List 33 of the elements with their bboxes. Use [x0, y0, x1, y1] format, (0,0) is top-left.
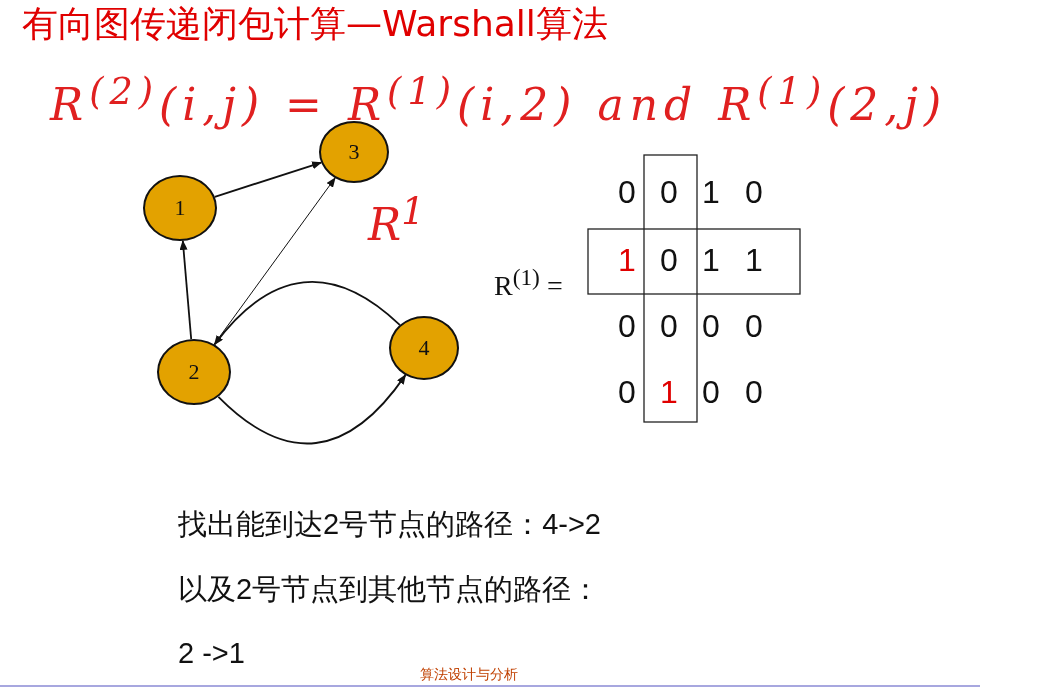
slide-title: 有向图传递闭包计算—Warshall算法: [22, 2, 608, 46]
arrow: [179, 239, 193, 340]
path-note: 以及2号节点到其他节点的路径：: [178, 572, 601, 607]
handwritten-note: R$^{1}$: [368, 190, 425, 250]
node-number: 4: [418, 335, 430, 361]
matrix-entry: 0: [701, 374, 721, 411]
arrow: [213, 161, 323, 198]
path-note: 2 ->1: [178, 637, 245, 670]
node-number: 2: [188, 359, 200, 385]
handwritten-formula: R$^{(2)}$(i,j) = R$^{(1)}$(i,2) and R$^{(1)}$(2,j): [50, 70, 948, 130]
matrix-name: R$^{(1)}$ =: [494, 264, 563, 303]
matrix-entry: 1: [744, 242, 764, 279]
matrix-entry: 0: [744, 308, 764, 345]
matrix-entry: 0: [659, 308, 679, 345]
matrix-entry: 0: [744, 174, 764, 211]
matrix-entry: 0: [701, 308, 721, 345]
matrix-entry: 0: [617, 374, 637, 411]
matrix-entry: 1: [701, 174, 721, 211]
footer-text: 算法设计与分析: [420, 666, 518, 684]
matrix-entry: 0: [744, 374, 764, 411]
arrow: [217, 374, 407, 445]
matrix-entry: 0: [617, 174, 637, 211]
matrix-entry: 1: [617, 242, 637, 279]
node-number: 3: [348, 139, 360, 165]
matrix-entry: 1: [659, 374, 679, 411]
graph-node: [389, 316, 459, 380]
matrix-entry: 1: [701, 242, 721, 279]
node-number: 1: [174, 195, 186, 221]
path-note: 找出能到达2号节点的路径：4->2: [178, 507, 601, 542]
matrix-entry: 0: [659, 242, 679, 279]
arrow: [213, 281, 401, 346]
matrix-entry: 0: [617, 308, 637, 345]
matrix-entry: 0: [659, 174, 679, 211]
